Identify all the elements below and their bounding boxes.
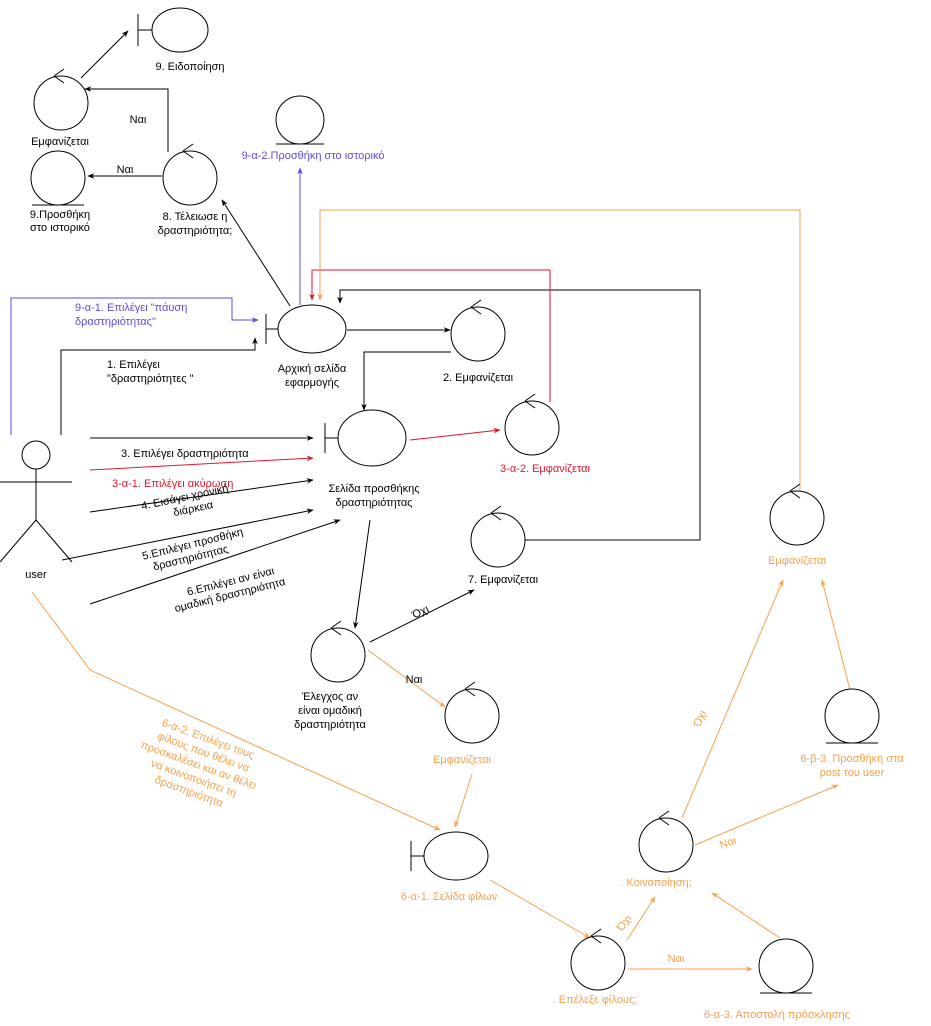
- edge-select-to-share: [626, 896, 656, 941]
- edge-check-to-shown7: [369, 589, 475, 643]
- edge-actor-to-add-cancel: [89, 455, 314, 471]
- connectors: [10, 30, 851, 972]
- shown-right-label: Εμφανίζεται: [768, 555, 826, 567]
- history-label-line2: στο ιστορικό: [30, 222, 90, 234]
- home-label-line2: εφαρμογής: [285, 377, 339, 389]
- control-shown-right: Εμφανίζεται: [768, 483, 826, 567]
- home-label-line1: Αρχική σελίδα: [278, 363, 347, 375]
- edge-share-to-post: [694, 784, 839, 846]
- edge-friends-to-select: [489, 879, 591, 939]
- edge-actor-to-add-6: [89, 519, 341, 605]
- msg-3a1: 3-α-1. Επιλέγει ακύρωση: [112, 478, 233, 490]
- no-label-b: Όχι: [614, 912, 635, 934]
- boundary-friends-page: 6-α-1. Σελίδα φίλων: [401, 831, 498, 903]
- actor-label: user: [25, 569, 47, 581]
- msg-1-line1: 1. Επιλέγει: [107, 359, 160, 371]
- yes-label-e: Ναι: [718, 834, 738, 851]
- check-label-line3: δραστηριότητα: [294, 719, 366, 731]
- edge-actor-to-home: [60, 337, 258, 435]
- edge-add-to-shown3a2: [409, 427, 501, 441]
- msg-9a1-line2: δραστηριότητας": [75, 316, 156, 328]
- edge-shown2-to-add: [361, 351, 451, 411]
- boundary-add-activity: Σελίδα προσθήκης δραστηριότητας: [324, 409, 420, 509]
- send-invite-label: 6-α-3. Αποστολή πρόσκλησης: [704, 1009, 850, 1021]
- control-shown-group: Εμφανίζεται: [433, 681, 500, 766]
- edge-shown-to-notification: [80, 30, 129, 79]
- edge-actor-to-add-4: [89, 478, 314, 513]
- yes-label-d: Ναι: [668, 953, 685, 965]
- edge-actor-to-home-pause: [10, 297, 259, 435]
- boundary-notification: 9. Ειδοποίηση: [137, 7, 225, 73]
- no-label-c: Όχι: [691, 708, 710, 730]
- entity-send-invite: 6-α-3. Αποστολή πρόσκλησης: [704, 938, 850, 1021]
- entity-history: 9.Προσθήκη στο ιστορικό: [30, 150, 90, 234]
- edge-shown-group-to-friends: [454, 773, 473, 828]
- entity-pause-history: 9-α-2.Προσθήκη στο ιστορικό: [242, 95, 385, 162]
- post-label-line1: 6-β-3. Προσθήκη στα: [800, 753, 904, 765]
- shown-top-label: Εμφανίζεται: [31, 136, 89, 148]
- shown2-label: 2. Εμφανίζεται: [443, 372, 514, 384]
- actor-user: user: [0, 440, 73, 581]
- message-labels: 9-α-1. Επιλέγει "πάυση δραστηριότητας" 1…: [75, 302, 287, 810]
- add-activity-label-line1: Σελίδα προσθήκης: [328, 483, 419, 495]
- edge-home-to-finished: [221, 199, 291, 307]
- yes-label-c: Ναι: [406, 674, 423, 686]
- share-label: . Κοινοποίηση;: [620, 877, 691, 889]
- history-label-line1: 9.Προσθήκη: [30, 209, 90, 221]
- pause-history-label: 9-α-2.Προσθήκη στο ιστορικό: [242, 150, 385, 162]
- friends-page-label: 6-α-1. Σελίδα φίλων: [401, 891, 498, 903]
- post-label-line2: post του user: [820, 767, 885, 779]
- yes-label-b: Ναι: [117, 164, 134, 176]
- edge-actor-to-add-5: [61, 508, 314, 561]
- control-shown-3a2: 3-α-2. Εμφανίζεται: [500, 393, 591, 475]
- msg-6a2: 6-α-2. Επιλέγει τους φίλους που θέλει να…: [139, 717, 258, 810]
- msg-3: 3. Επιλέγει δραστηριότητα: [121, 448, 249, 460]
- boundary-home: Αρχική σελίδα εφαρμογής: [265, 304, 347, 389]
- shown7-label: 7. Εμφανίζεται: [468, 574, 539, 586]
- msg-9a1-line1: 9-α-1. Επιλέγει "πάυση: [75, 302, 187, 314]
- edge-add-to-check: [353, 519, 371, 629]
- finished-label-line2: δραστηριότητα;: [158, 225, 233, 237]
- control-select-friends: . Επέλεξε φίλους;: [553, 928, 638, 1006]
- control-shown-top: Εμφανίζεται: [31, 68, 89, 148]
- edge-share-to-shown-right: [681, 579, 784, 819]
- add-activity-label-line2: δραστηριότητας: [336, 497, 413, 509]
- control-finished: 8. Τέλειωσε η δραστηριότητα;: [158, 143, 233, 237]
- edge-shown3a2-to-home: [309, 269, 551, 402]
- shown-group-label: Εμφανίζεται: [433, 754, 491, 766]
- edge-invite-to-share: [711, 892, 781, 939]
- edge-shown7-to-home: [337, 289, 701, 541]
- edge-finished-to-shown: [84, 86, 169, 152]
- control-shown-2: 2. Εμφανίζεται: [443, 299, 514, 384]
- notification-label: 9. Ειδοποίηση: [155, 61, 224, 73]
- edge-check-to-shown-group: [367, 649, 446, 708]
- control-shown-7: 7. Εμφανίζεται: [468, 505, 539, 586]
- check-label-line2: είναι ομαδική: [298, 705, 362, 717]
- control-share: . Κοινοποίηση;: [620, 810, 694, 889]
- check-label-line1: Έλεγχος αν: [301, 691, 359, 703]
- shown-3a2-label: 3-α-2. Εμφανίζεται: [500, 463, 590, 475]
- no-label-a: Όχι: [410, 603, 432, 622]
- entity-add-to-posts: 6-β-3. Προσθήκη στα post του user: [800, 688, 904, 779]
- select-friends-label: . Επέλεξε φίλους;: [553, 994, 638, 1006]
- control-check-group: Έλεγχος αν είναι ομαδική δραστηριότητα: [294, 620, 366, 731]
- edge-post-to-shown-right: [820, 579, 851, 691]
- edge-shown-right-to-home: [317, 209, 801, 490]
- finished-label-line1: 8. Τέλειωσε η: [163, 211, 228, 223]
- edge-actor-to-friends: [31, 591, 441, 831]
- yes-label-a: Ναι: [130, 114, 147, 126]
- msg-1-line2: "δραστηριότητες ": [107, 373, 194, 385]
